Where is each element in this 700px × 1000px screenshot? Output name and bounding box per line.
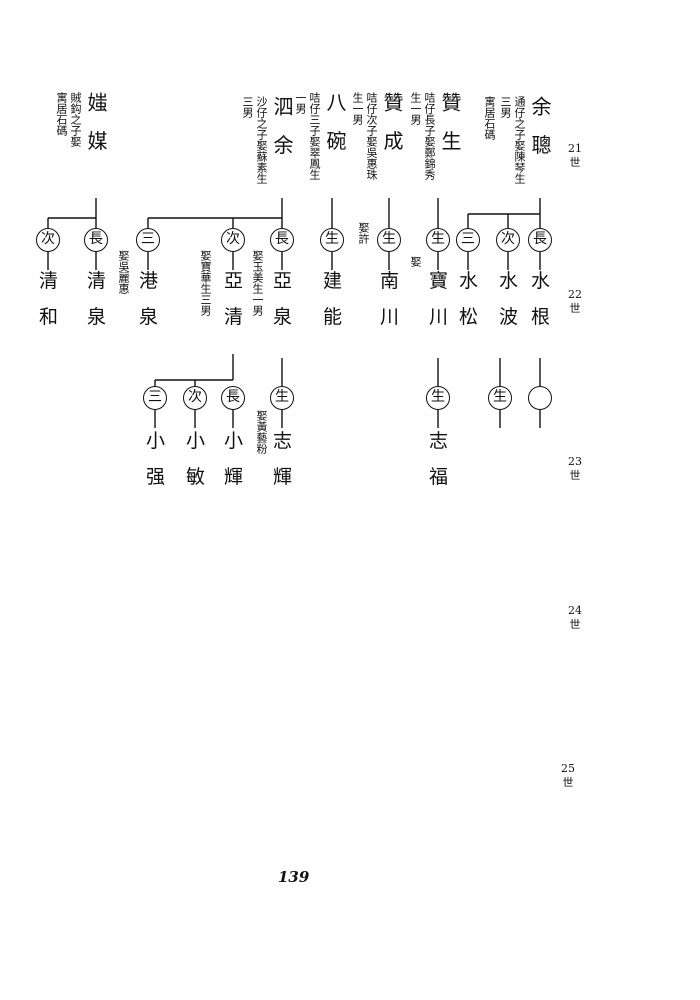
- gen22-name: 寶: [429, 270, 449, 292]
- gen23-name: 敏: [186, 466, 206, 488]
- gen23-name: 志: [273, 430, 293, 452]
- gen22-name: 松: [459, 306, 479, 328]
- gen21-note: 通仔之子娶陳琴生: [513, 96, 526, 184]
- gen23-name: 福: [429, 466, 449, 488]
- gen23-name: 志: [429, 430, 449, 452]
- gen22-name: 建: [323, 270, 343, 292]
- gen22-name: 亞: [224, 270, 244, 292]
- gen21-note: 三男: [499, 96, 512, 118]
- gen22-badge: 次: [496, 228, 520, 252]
- gen22-name: 泉: [273, 306, 293, 328]
- gen21-note: 咭仔長子娶鄭錦秀: [423, 92, 436, 180]
- gen22-name: 清: [224, 306, 244, 328]
- gen23-badge: 三: [143, 386, 167, 410]
- gen22-name: 水: [459, 270, 479, 292]
- gen22-name: 根: [531, 306, 551, 328]
- gen22-badge: 長: [270, 228, 294, 252]
- gen22-name: 水: [499, 270, 519, 292]
- gen22-name: 水: [531, 270, 551, 292]
- gen21-note: 咭仔三子娶翠鳳生: [308, 92, 321, 180]
- gen23-badge: 生: [488, 386, 512, 410]
- gen23-badge: 次: [183, 386, 207, 410]
- gen22-note: 娶許: [357, 222, 370, 244]
- gen21-name: 八 碗: [323, 92, 347, 157]
- gen21-name: 贊 成: [380, 92, 404, 157]
- gen22-badge: 三: [136, 228, 160, 252]
- gen22-name: 清: [39, 270, 59, 292]
- gen21-name: 媸 媒: [84, 92, 108, 157]
- gen22-badge: 次: [36, 228, 60, 252]
- gen21-note: 一男: [294, 92, 307, 114]
- gen21-note: 三男: [241, 96, 254, 118]
- gen22-note: 娶玉美生一男: [251, 250, 264, 316]
- gen22-name: 川: [380, 306, 400, 328]
- gen21-name: 泗 余: [270, 96, 294, 161]
- gen22-name: 泉: [87, 306, 107, 328]
- gen22-name: 波: [499, 306, 519, 328]
- gen23-badge: [528, 386, 552, 410]
- gen22-name: 南: [380, 270, 400, 292]
- gen23-name: 輝: [273, 466, 293, 488]
- gen22-name: 泉: [139, 306, 159, 328]
- gen22-note: 娶寶華生三男: [199, 250, 212, 316]
- gen22-name: 川: [429, 306, 449, 328]
- gen22-badge: 生: [320, 228, 344, 252]
- gen21-name: 贊 生: [438, 92, 462, 157]
- gen22-note: 娶吳麗惠: [117, 250, 130, 294]
- gen22-name: 和: [39, 306, 59, 328]
- gen21-note: 沙仔之子娶蘇素生: [255, 96, 268, 184]
- gen22-badge: 三: [456, 228, 480, 252]
- gen21-note: 生一男: [351, 92, 364, 125]
- gen22-badge: 長: [528, 228, 552, 252]
- gen23-name: 小: [146, 430, 166, 452]
- gen21-note: 賊鈎之子娶: [69, 92, 82, 147]
- gen23-badge: 長: [221, 386, 245, 410]
- gen23-note: 娶黃藝粉: [255, 410, 268, 454]
- gen22-name: 亞: [273, 270, 293, 292]
- gen23-name: 小: [186, 430, 206, 452]
- gen22-badge: 生: [377, 228, 401, 252]
- gen23-badge: 生: [270, 386, 294, 410]
- gen22-badge: 長: [84, 228, 108, 252]
- gen23-name: 輝: [224, 466, 244, 488]
- gen23-badge: 生: [426, 386, 450, 410]
- gen23-name: 小: [224, 430, 244, 452]
- gen22-badge: 次: [221, 228, 245, 252]
- gen22-name: 清: [87, 270, 107, 292]
- gen22-note: 娶: [409, 256, 422, 267]
- gen22-name: 能: [323, 306, 343, 328]
- gen22-name: 港: [139, 270, 159, 292]
- gen21-name: 余 聰: [528, 96, 552, 161]
- gen22-badge: 生: [426, 228, 450, 252]
- gen21-note: 生一男: [409, 92, 422, 125]
- gen21-note: 寓居石碼: [55, 92, 68, 136]
- page-number: 139: [278, 868, 310, 886]
- gen21-note: 寓居石碼: [483, 96, 496, 140]
- gen23-name: 强: [146, 466, 166, 488]
- gen21-note: 咭仔次子娶吳惠珠: [365, 92, 378, 180]
